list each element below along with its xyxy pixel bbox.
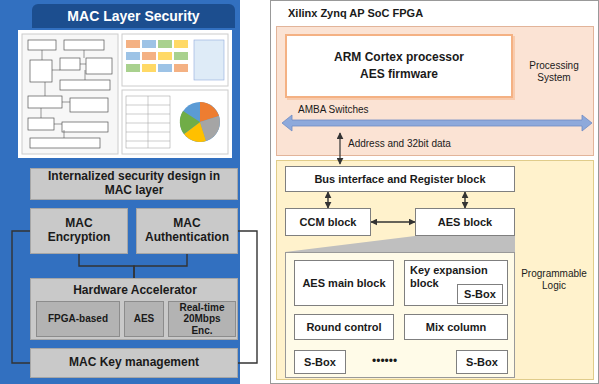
security-panel: MAC Layer SecurityInternalized security … xyxy=(0,0,240,384)
box-text: AES xyxy=(134,313,155,325)
bus-interface-box: Bus interface and Register block xyxy=(285,166,515,192)
box-text: Internalized security design in MAC laye… xyxy=(35,170,233,198)
box-text: MAC Layer Security xyxy=(32,4,235,28)
connector xyxy=(464,192,465,208)
data-label: Address and 32bit data xyxy=(348,138,451,149)
mix-column-box: Mix column xyxy=(404,314,508,340)
processing-system-region: Processing SystemARM Cortex processorAES… xyxy=(276,26,594,156)
bus-label: AMBA Switches xyxy=(298,104,369,115)
fpga-frame: Xilinx Zynq AP SoC FPGA Processing System… xyxy=(270,0,599,384)
connector xyxy=(327,192,328,208)
feature-box: AES xyxy=(124,301,164,337)
processor-box: ARM Cortex processorAES firmware xyxy=(285,34,513,98)
panel-ground xyxy=(0,0,240,384)
box-text: Round control xyxy=(306,321,381,334)
feature-box: Real-time 20Mbps Enc. xyxy=(168,301,236,337)
aes-box: AES block xyxy=(415,208,515,236)
box-text: Xilinx Zynq AP SoC FPGA xyxy=(288,7,548,19)
ccm-box: CCM block xyxy=(285,208,371,236)
programmable-logic-region: Programmable Logic Bus interface and Regi… xyxy=(276,160,594,380)
box-text: AES block xyxy=(438,216,492,229)
box-text: Programmable Logic xyxy=(518,268,590,292)
fpga-frame-ground xyxy=(271,1,599,384)
aes-main-box: AES main block xyxy=(294,260,394,306)
box-text: S-Box xyxy=(466,356,498,369)
sbox-box: S-Box xyxy=(294,350,346,374)
box-text: Processing System xyxy=(518,60,590,84)
connector xyxy=(371,221,415,222)
box-text: MAC Authentication xyxy=(141,217,233,245)
bus-arrow xyxy=(282,115,592,131)
accelerator-box: Hardware AcceleratorFPGA-based AES Real-ti… xyxy=(30,278,238,340)
logic-ground xyxy=(277,161,594,380)
feature-box: FPGA-based xyxy=(36,301,120,337)
box-text: CCM block xyxy=(300,216,357,229)
box-text: ARM Cortex processor xyxy=(334,49,464,66)
box-text: S-Box xyxy=(464,288,496,301)
box-text: Key expansion block xyxy=(410,264,504,289)
box-text: S-Box xyxy=(304,356,336,369)
connector xyxy=(12,231,30,363)
box-text: Hardware Accelerator xyxy=(31,284,239,298)
zoom-wedge xyxy=(285,236,515,252)
box-text: AES main block xyxy=(302,277,385,290)
box-text: AES firmware xyxy=(360,66,438,83)
box-text: Real-time 20Mbps Enc. xyxy=(173,302,231,337)
box-text: MAC Key management xyxy=(69,356,199,370)
sbox-box: S-Box xyxy=(456,350,508,374)
aes-detail-frame xyxy=(286,253,515,378)
key-expansion-box: Key expansion blockS-Box xyxy=(404,260,508,306)
encryption-box: MAC Encryption xyxy=(30,208,128,254)
connector xyxy=(79,254,134,278)
figure-thumbnails xyxy=(18,30,232,158)
box-text: MAC Encryption xyxy=(35,217,123,245)
data-arrow xyxy=(339,133,340,164)
box-text: FPGA-based xyxy=(48,313,108,325)
connector xyxy=(134,254,187,278)
processing-ground xyxy=(277,27,594,156)
key-management-box: MAC Key management xyxy=(30,348,238,378)
ellipsis-mark: •••••• xyxy=(372,354,397,368)
sbox-box: S-Box xyxy=(457,284,503,304)
design-box: Internalized security design in MAC laye… xyxy=(30,168,238,200)
box-text: Bus interface and Register block xyxy=(314,173,485,186)
connector xyxy=(238,231,257,363)
authentication-box: MAC Authentication xyxy=(136,208,238,254)
box-text: Mix column xyxy=(426,321,487,334)
round-control-box: Round control xyxy=(294,314,394,340)
